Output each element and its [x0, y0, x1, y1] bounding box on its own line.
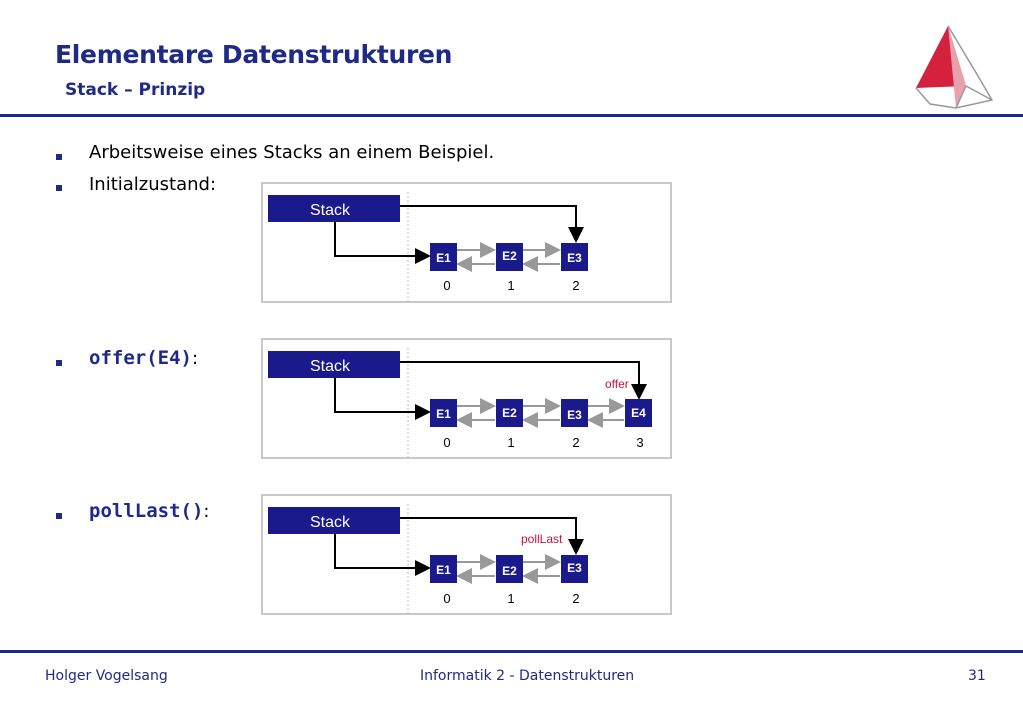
node-label: E2: [502, 564, 517, 578]
index-label: 0: [443, 278, 450, 293]
annotation-offer: offer: [605, 377, 629, 391]
node-e3: [561, 555, 588, 583]
bullet-marker: [56, 154, 62, 160]
node-e2: [496, 243, 523, 271]
bullet-1-text: Arbeitsweise eines Stacks an einem Beisp…: [89, 142, 495, 163]
bullet-3: offer(E4):: [89, 347, 198, 369]
index-label: 2: [572, 591, 579, 606]
index-label: 3: [636, 435, 643, 450]
stack-label: Stack: [310, 202, 351, 219]
node-e3: [561, 243, 588, 271]
last-pointer-arrow: [400, 205, 584, 243]
node-label: E3: [567, 561, 582, 575]
footer-course: Informatik 2 - Datenstrukturen: [420, 668, 635, 684]
bullet-marker: [56, 185, 62, 191]
diagram-offer: Stack offer E1 E2 E3 E4 0 1 2 3: [261, 338, 672, 459]
footer-author: Holger Vogelsang: [45, 668, 168, 684]
node-label: E1: [436, 407, 451, 421]
bullet-4-suffix: :: [203, 501, 210, 522]
node-label: E3: [567, 408, 582, 422]
index-label: 1: [507, 435, 514, 450]
diagram-polllast: Stack pollLast E1 E2 E3 0 1 2: [261, 494, 672, 615]
first-pointer-arrow: [334, 534, 431, 576]
annotation-polllast: pollLast: [521, 532, 563, 546]
node-label: E2: [502, 249, 517, 263]
logo-icon: [915, 25, 994, 109]
node-e3: [561, 399, 588, 427]
stack-label: Stack: [310, 358, 351, 375]
bullet-3-code: offer(E4): [89, 347, 192, 369]
first-pointer-arrow: [334, 378, 431, 420]
footer-page-number: 31: [968, 668, 986, 684]
stack-label: Stack: [310, 514, 351, 531]
node-label: E3: [567, 251, 582, 265]
stack-box: [268, 351, 400, 378]
index-label: 1: [507, 278, 514, 293]
node-e2: [496, 555, 523, 583]
footer-divider: [0, 650, 1023, 653]
header-divider: [0, 114, 1023, 117]
node-e1: [430, 555, 457, 583]
bullet-marker: [56, 513, 62, 519]
node-e4: [625, 399, 652, 427]
page-title: Elementare Datenstrukturen: [55, 40, 453, 69]
node-e2: [496, 399, 523, 427]
node-label: E2: [502, 406, 517, 420]
bullet-2-text: Initialzustand:: [89, 174, 217, 195]
bullet-marker: [56, 360, 62, 366]
node-label: E1: [436, 251, 451, 265]
node-label: E4: [631, 406, 646, 420]
index-label: 2: [572, 435, 579, 450]
stack-box: [268, 195, 400, 222]
bullet-3-suffix: :: [191, 348, 199, 369]
last-pointer-arrow: [400, 517, 584, 555]
index-label: 2: [572, 278, 579, 293]
stack-box: [268, 507, 400, 534]
node-label: E1: [436, 563, 451, 577]
index-label: 0: [443, 591, 450, 606]
index-label: 0: [443, 435, 450, 450]
last-pointer-arrow: [400, 361, 647, 400]
bullet-4-code: pollLast(): [89, 500, 204, 522]
index-label: 1: [507, 591, 514, 606]
page-subtitle: Stack – Prinzip: [65, 80, 206, 100]
diagram-initial: Stack E1 E2 E3 0 1 2: [261, 182, 672, 303]
node-e1: [430, 399, 457, 427]
node-e1: [430, 243, 457, 271]
bullet-4: pollLast():: [89, 500, 209, 522]
first-pointer-arrow: [334, 222, 431, 264]
